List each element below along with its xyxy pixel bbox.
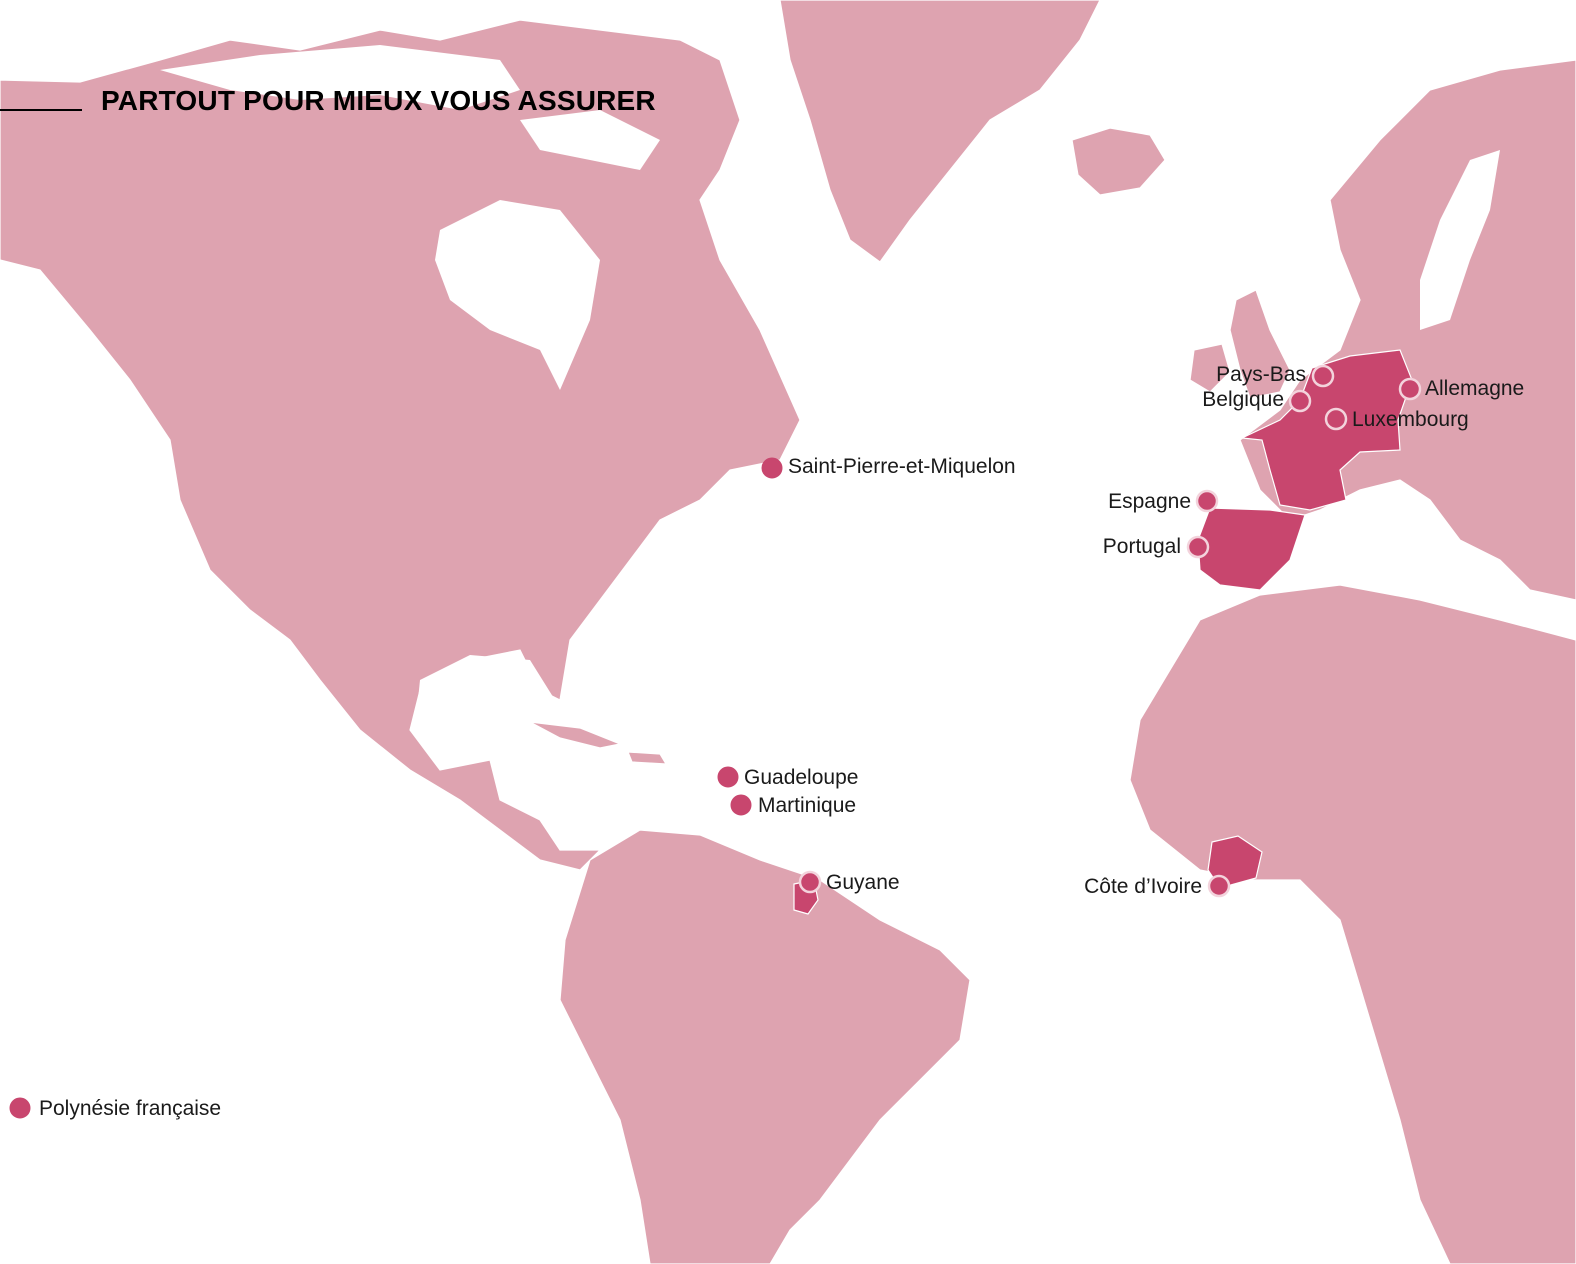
- hispaniola-island: [627, 751, 668, 765]
- label-belgique: Belgique: [1202, 388, 1284, 411]
- label-guyane: Guyane: [826, 871, 900, 894]
- label-pays-bas: Pays-Bas: [1216, 363, 1306, 386]
- marker-guyane[interactable]: [798, 870, 822, 894]
- label-luxembourg: Luxembourg: [1352, 408, 1469, 431]
- baltic-sea: [1420, 150, 1500, 330]
- marker-allemagne[interactable]: [1398, 377, 1422, 401]
- label-allemagne: Allemagne: [1425, 377, 1525, 400]
- marker-saint-pierre[interactable]: [761, 457, 783, 479]
- marker-guadeloupe[interactable]: [717, 766, 739, 788]
- marker-martinique[interactable]: [730, 794, 752, 816]
- iceland-island: [1071, 127, 1166, 196]
- marker-portugal[interactable]: [1186, 535, 1210, 559]
- cote-ivoire-region: [1207, 835, 1263, 889]
- label-polynesie: Polynésie française: [39, 1097, 222, 1120]
- label-guadeloupe: Guadeloupe: [744, 766, 859, 789]
- africa-landmass: [1129, 584, 1576, 1264]
- north-america-landmass: [0, 19, 801, 871]
- marker-cote-ivoire[interactable]: [1207, 874, 1231, 898]
- mediterranean-sea: [1260, 500, 1576, 640]
- gulf-of-mexico: [415, 655, 555, 760]
- marker-belgique[interactable]: [1288, 389, 1312, 413]
- arctic-channel-2: [520, 110, 660, 170]
- marker-pays-bas[interactable]: [1311, 364, 1335, 388]
- marker-luxembourg[interactable]: [1324, 407, 1348, 431]
- label-cote-ivoire: Côte d’Ivoire: [1084, 875, 1202, 898]
- france-germany-benelux-region: [1239, 349, 1413, 511]
- marker-espagne[interactable]: [1195, 489, 1219, 513]
- label-martinique: Martinique: [758, 794, 857, 817]
- label-portugal: Portugal: [1102, 535, 1181, 558]
- title-rule: [0, 109, 82, 111]
- marker-layer: [9, 364, 1422, 1119]
- arctic-channel: [160, 45, 520, 110]
- page-title: PARTOUT POUR MIEUX VOUS ASSURER: [101, 85, 656, 116]
- ireland-island: [1189, 343, 1231, 393]
- marker-polynesie[interactable]: [9, 1097, 31, 1119]
- greenland-landmass: [779, 0, 1101, 263]
- great-britain-island: [1229, 289, 1291, 399]
- cuba-island: [529, 721, 623, 749]
- hudson-bay: [435, 200, 600, 390]
- label-saint-pierre: Saint-Pierre-et-Miquelon: [788, 455, 1016, 478]
- label-espagne: Espagne: [1108, 490, 1191, 513]
- south-america-landmass: [559, 829, 971, 1264]
